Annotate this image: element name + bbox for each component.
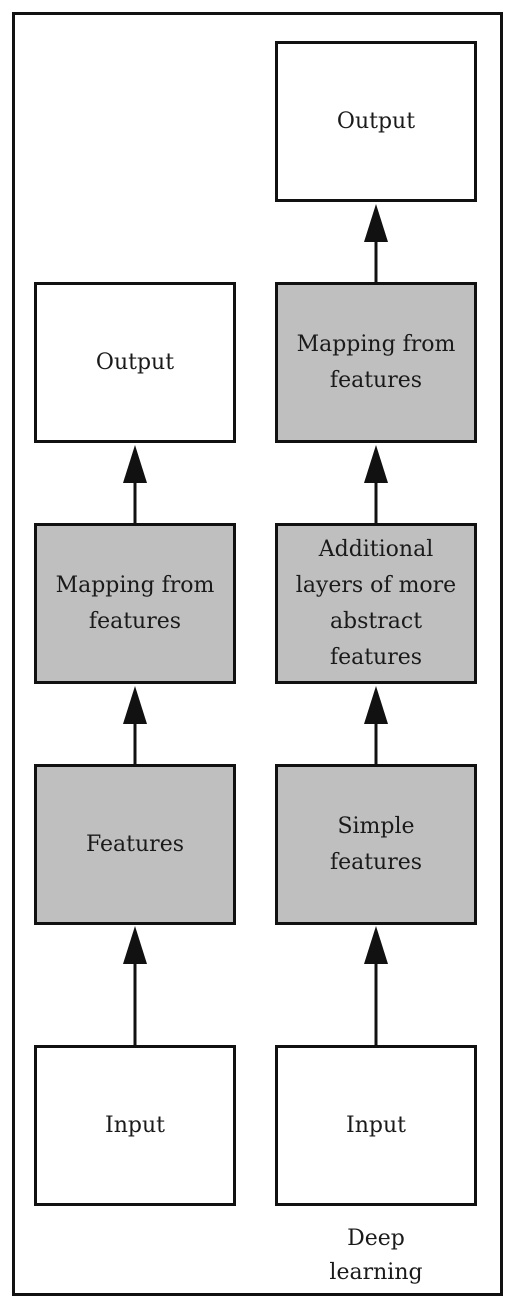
left-features-box: Features (34, 764, 236, 925)
left-output-box: Output (34, 282, 236, 443)
deep-learning-caption: Deep learning (329, 1226, 423, 1285)
right-input-box: Input (275, 1045, 477, 1206)
right-simple-features-box: Simple features (275, 764, 477, 925)
right-mapping-box: Mapping from features (275, 282, 477, 443)
left-input-label: Input (105, 1112, 165, 1138)
right-simple-features-label: Simple features (329, 813, 423, 875)
right-additional-layers-box: Additional layers of more abstract featu… (275, 523, 477, 684)
left-features-label: Features (85, 831, 185, 857)
right-output-label: Output (336, 108, 416, 134)
left-output-label: Output (95, 349, 175, 375)
left-mapping-box: Mapping from features (34, 523, 236, 684)
left-input-box: Input (34, 1045, 236, 1206)
right-mapping-label: Mapping from features (296, 331, 456, 393)
right-input-label: Input (346, 1112, 406, 1138)
right-output-box: Output (275, 41, 477, 202)
left-mapping-label: Mapping from features (55, 572, 215, 634)
diagram-frame (12, 12, 503, 1296)
right-additional-layers-label: Additional layers of more abstract featu… (295, 536, 457, 670)
